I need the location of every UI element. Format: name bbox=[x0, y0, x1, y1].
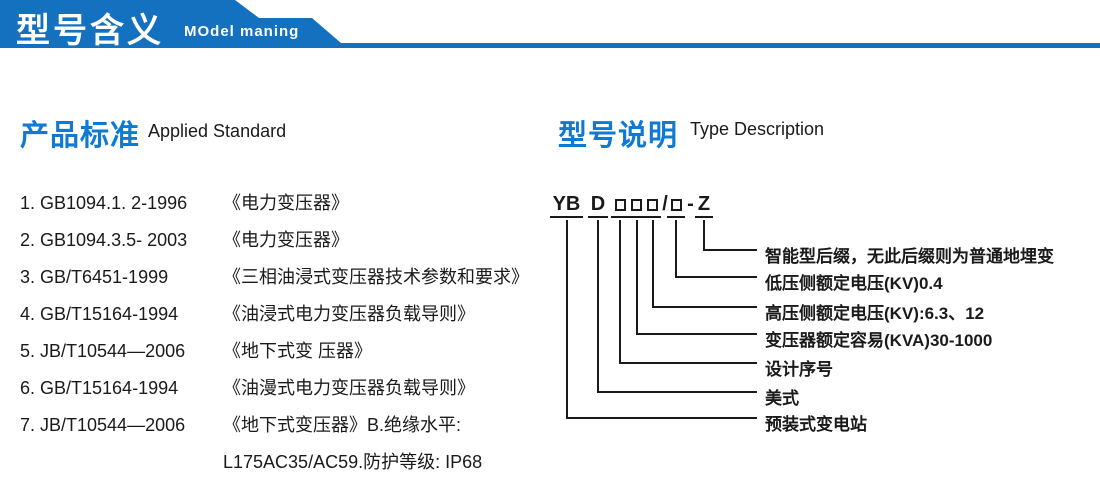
model-code-dash: - bbox=[687, 193, 694, 215]
page-title: 型号含义 bbox=[16, 12, 164, 50]
code-box-icon bbox=[647, 199, 658, 211]
diagram-label-lv-voltage: 低压侧额定电压(KV)0.4 bbox=[765, 274, 943, 293]
diagram-label-smart-suffix: 智能型后缀，无此后缀则为普通地埋变 bbox=[765, 247, 1054, 266]
code-box-icon bbox=[670, 199, 682, 211]
standard-code: 1. GB1094.1. 2-1996 bbox=[20, 193, 188, 213]
standard-title: 《三相油浸式变压器技术参数和要求》 bbox=[223, 267, 529, 287]
standard-title: 《电力变压器》 bbox=[223, 230, 349, 250]
standards-item: 5. JB/T10544—2006 《地下式变 压器》 bbox=[20, 339, 550, 376]
standards-item: 1. GB1094.1. 2-1996 《电力变压器》 bbox=[20, 191, 550, 228]
standard-code: 2. GB1094.3.5- 2003 bbox=[20, 230, 188, 250]
connector-line-box3 bbox=[652, 220, 757, 308]
standard-code: 7. JB/T10544—2006 bbox=[20, 415, 186, 435]
model-code-yb: YB bbox=[550, 192, 583, 218]
connector-line-d bbox=[597, 220, 757, 393]
standard-title: 《电力变压器》 bbox=[223, 193, 349, 213]
standards-heading-zh: 产品标准 bbox=[20, 120, 141, 152]
diagram-label-american-style: 美式 bbox=[765, 389, 799, 408]
standards-item-continuation: L175AC35/AC59.防护等级: IP68 bbox=[20, 450, 550, 487]
connector-line-yb bbox=[566, 220, 757, 419]
diagram-label-prefab-substation: 预装式变电站 bbox=[765, 415, 867, 434]
diagram-label-hv-voltage: 高压侧额定电压(KV):6.3、12 bbox=[765, 304, 985, 323]
diagram-label-rated-capacity: 变压器额定容易(KVA)30-1000 bbox=[765, 331, 993, 350]
model-heading-zh: 型号说明 bbox=[558, 120, 679, 152]
standard-title: 《地下式变压器》B.绝缘水平: bbox=[223, 415, 462, 435]
connector-line-box2 bbox=[636, 220, 757, 335]
standards-heading-en: Applied Standard bbox=[148, 121, 287, 141]
page-subtitle: MOdel maning bbox=[184, 23, 300, 40]
connector-line-box4 bbox=[675, 220, 757, 278]
model-code-z: Z bbox=[695, 192, 713, 218]
model-code-box-4 bbox=[667, 192, 685, 218]
code-box-icon bbox=[631, 199, 642, 211]
standard-title: 《油漫式电力变压器负载导则》 bbox=[223, 378, 475, 398]
header-banner: 型号含义 MOdel maning bbox=[0, 0, 1100, 48]
standard-title: 《油浸式电力变压器负载导则》 bbox=[223, 304, 475, 324]
standard-title: L175AC35/AC59.防护等级: IP68 bbox=[223, 452, 483, 472]
standards-list: 1. GB1094.1. 2-1996 《电力变压器》 2. GB1094.3.… bbox=[20, 191, 550, 487]
connector-line-z bbox=[703, 220, 757, 251]
standard-code: 3. GB/T6451-1999 bbox=[20, 267, 169, 287]
standards-item: 2. GB1094.3.5- 2003 《电力变压器》 bbox=[20, 228, 550, 265]
standards-item: 6. GB/T15164-1994 《油漫式电力变压器负载导则》 bbox=[20, 376, 550, 413]
code-box-icon bbox=[614, 199, 626, 211]
standards-item: 3. GB/T6451-1999 《三相油浸式变压器技术参数和要求》 bbox=[20, 265, 550, 302]
model-code-d: D bbox=[588, 192, 608, 218]
standards-item: 4. GB/T15164-1994 《油浸式电力变压器负载导则》 bbox=[20, 302, 550, 339]
model-code-slash: / bbox=[662, 193, 668, 215]
model-code-box-1 bbox=[611, 192, 629, 218]
standard-code: 4. GB/T15164-1994 bbox=[20, 304, 179, 324]
model-heading-en: Type Description bbox=[690, 119, 825, 139]
standard-title: 《地下式变 压器》 bbox=[223, 341, 373, 361]
standards-item: 7. JB/T10544—2006 《地下式变压器》B.绝缘水平: bbox=[20, 413, 550, 450]
model-code-box-3 bbox=[644, 192, 661, 218]
standard-code: 5. JB/T10544—2006 bbox=[20, 341, 186, 361]
standard-code: 6. GB/T15164-1994 bbox=[20, 378, 179, 398]
diagram-label-design-serial: 设计序号 bbox=[765, 360, 833, 379]
model-code-box-2 bbox=[628, 192, 645, 218]
connector-line-box1 bbox=[619, 220, 757, 364]
